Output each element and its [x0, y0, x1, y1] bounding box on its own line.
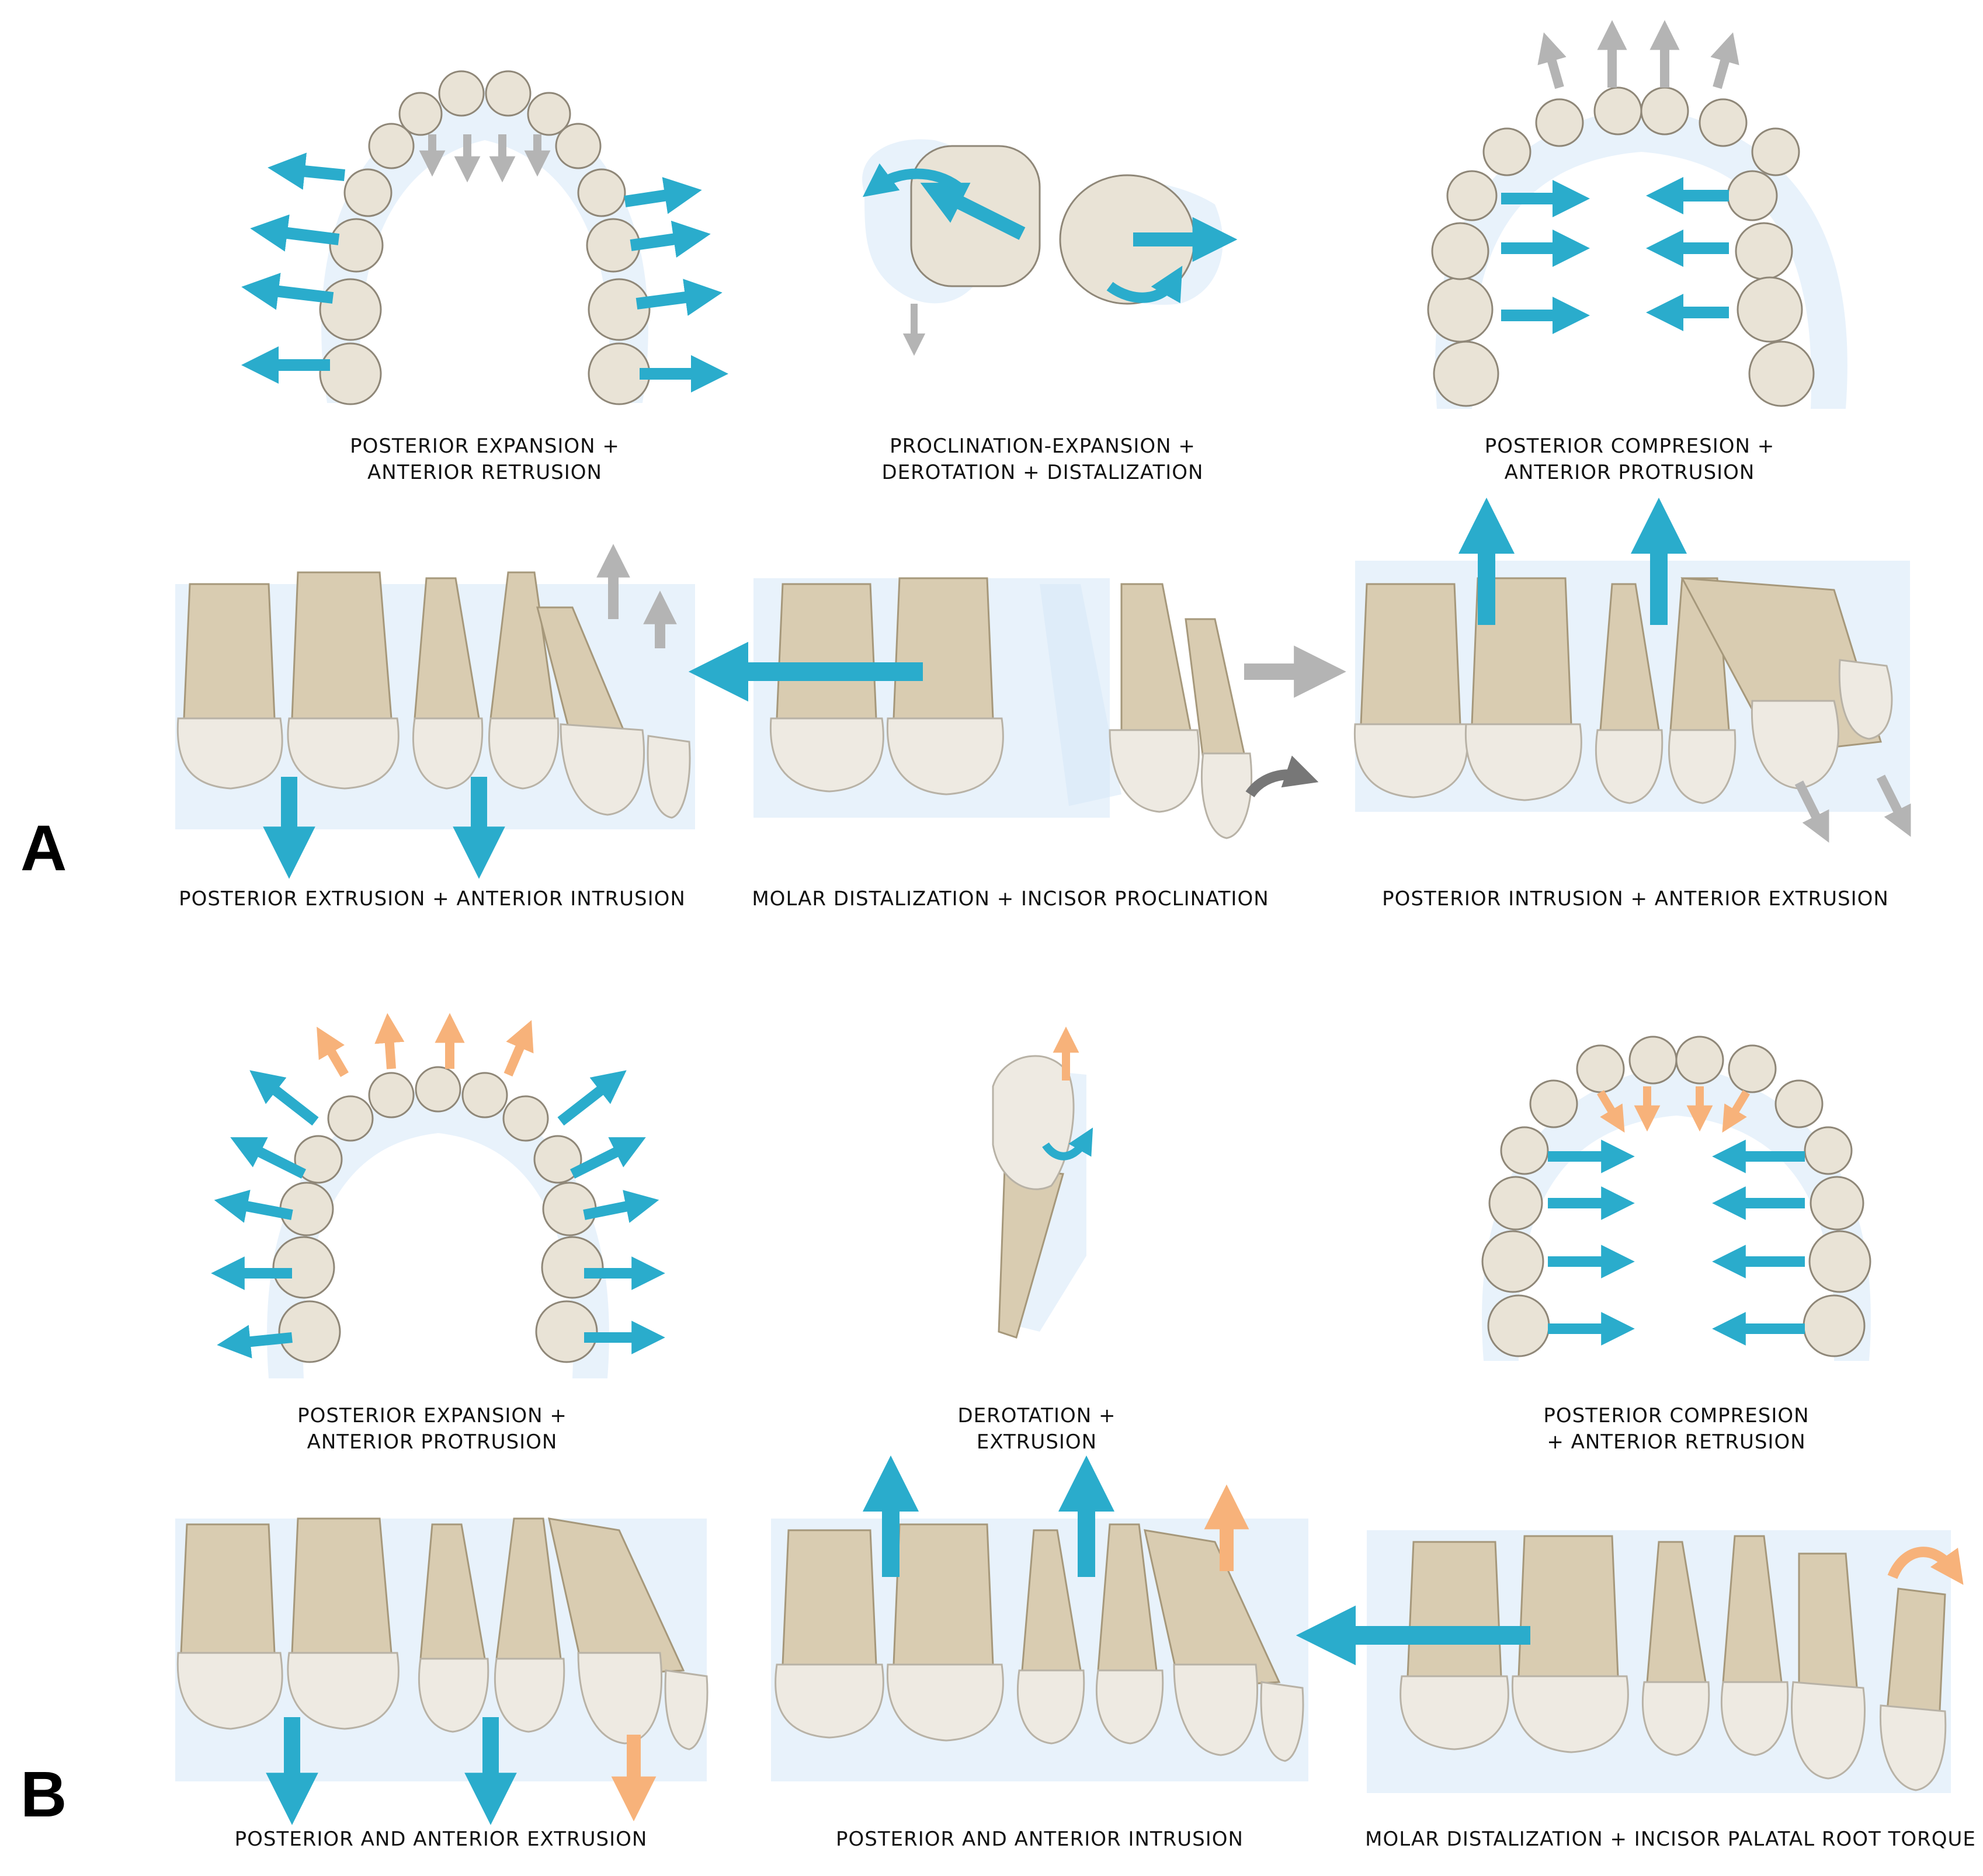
caption-a2-line1: PROCLINATION-EXPANSION + — [890, 435, 1196, 458]
extrusion-arrow-a6-1 — [1794, 780, 1829, 843]
side-view-diagram-a6 — [1353, 497, 1911, 843]
expansion-arrow-b1-left-1 — [249, 1070, 319, 1126]
expansion-arrow-b1-right-2 — [569, 1137, 646, 1179]
protrusion-arrow-4 — [1710, 32, 1739, 89]
caption-b6: MOLAR DISTALIZATION + INCISOR PALATAL RO… — [1365, 1828, 1976, 1851]
expansion-arrow-left-1 — [268, 152, 345, 190]
caption-a5: MOLAR DISTALIZATION + INCISOR PROCLINATI… — [752, 887, 1269, 911]
arch-diagram-b1 — [211, 1013, 665, 1378]
arch-diagram-a1 — [241, 70, 729, 405]
root-torque-arrow-b6 — [1887, 1547, 1964, 1585]
protrusion-arrow-b1-4 — [503, 1020, 534, 1077]
derotation-arrow-b2 — [1042, 1127, 1093, 1161]
proclination-curve-arrow-a5 — [1245, 755, 1319, 798]
expansion-arrow-right-1 — [624, 177, 702, 214]
mesial-arrow-a2 — [920, 182, 1026, 240]
panel-label-a: A — [20, 812, 67, 884]
side-view-diagram-b5 — [771, 1455, 1308, 1781]
expansion-arrow-b1-left-5 — [217, 1325, 293, 1359]
extrusion-arrow-a6-2 — [1876, 774, 1911, 837]
expansion-arrow-left-3 — [241, 273, 334, 310]
arch-diagram-b3 — [1481, 1036, 1871, 1361]
caption-b3-line1: POSTERIOR COMPRESION — [1543, 1404, 1809, 1427]
retrusion-arrow-b3-4 — [1722, 1090, 1751, 1133]
caption-b1-line2: ANTERIOR PROTRUSION — [307, 1430, 558, 1454]
arch-diagram-a3 — [1427, 20, 1847, 409]
caption-b1-line1: POSTERIOR EXPANSION + — [297, 1404, 567, 1427]
caption-b4: POSTERIOR AND ANTERIOR EXTRUSION — [235, 1828, 648, 1851]
expansion-arrow-b1-left-2 — [230, 1137, 307, 1179]
protrusion-arrow-b1-1 — [317, 1026, 349, 1078]
caption-a3-line1: POSTERIOR COMPRESION + — [1485, 435, 1775, 458]
expansion-arrow-left-2 — [250, 214, 340, 252]
caption-b2-line2: EXTRUSION — [977, 1430, 1097, 1454]
side-view-diagram-a4 — [175, 544, 695, 879]
caption-b3-line2: + ANTERIOR RETRUSION — [1547, 1430, 1805, 1454]
retrusion-arrow-b3-1 — [1596, 1090, 1625, 1133]
side-view-diagram-a5 — [688, 577, 1346, 839]
side-view-diagram-b6 — [1296, 1530, 1964, 1793]
panel-label-b: B — [20, 1759, 67, 1830]
side-view-diagram-b4 — [175, 1517, 709, 1825]
caption-b5: POSTERIOR AND ANTERIOR INTRUSION — [836, 1828, 1244, 1851]
caption-a3-line2: ANTERIOR PROTRUSION — [1505, 461, 1755, 484]
caption-a2-line2: DEROTATION + DISTALIZATION — [882, 461, 1204, 484]
caption-a1-line2: ANTERIOR RETRUSION — [367, 461, 602, 484]
caption-a6: POSTERIOR INTRUSION + ANTERIOR EXTRUSION — [1382, 887, 1889, 911]
expansion-arrow-b1-right-1 — [557, 1070, 627, 1126]
molar-rotation-diagram-a2 — [862, 139, 1238, 356]
expansion-arrow-b1-right-3 — [583, 1190, 659, 1223]
rotation-arrow-right-a2 — [1106, 266, 1183, 304]
expansion-arrow-right-2 — [630, 220, 711, 258]
protrusion-arrow-b1-2 — [374, 1013, 405, 1069]
caption-a4: POSTERIOR EXTRUSION + ANTERIOR INTRUSION — [179, 887, 686, 911]
caption-a1-line1: POSTERIOR EXPANSION + — [350, 435, 620, 458]
expansion-arrow-right-3 — [635, 279, 723, 316]
expansion-arrow-b1-left-3 — [214, 1190, 293, 1223]
rotation-arrow-left-a2 — [862, 163, 961, 197]
protrusion-arrow-1 — [1537, 32, 1567, 89]
caption-b2-line1: DEROTATION + — [957, 1404, 1116, 1427]
single-tooth-diagram-b2 — [992, 1026, 1093, 1339]
